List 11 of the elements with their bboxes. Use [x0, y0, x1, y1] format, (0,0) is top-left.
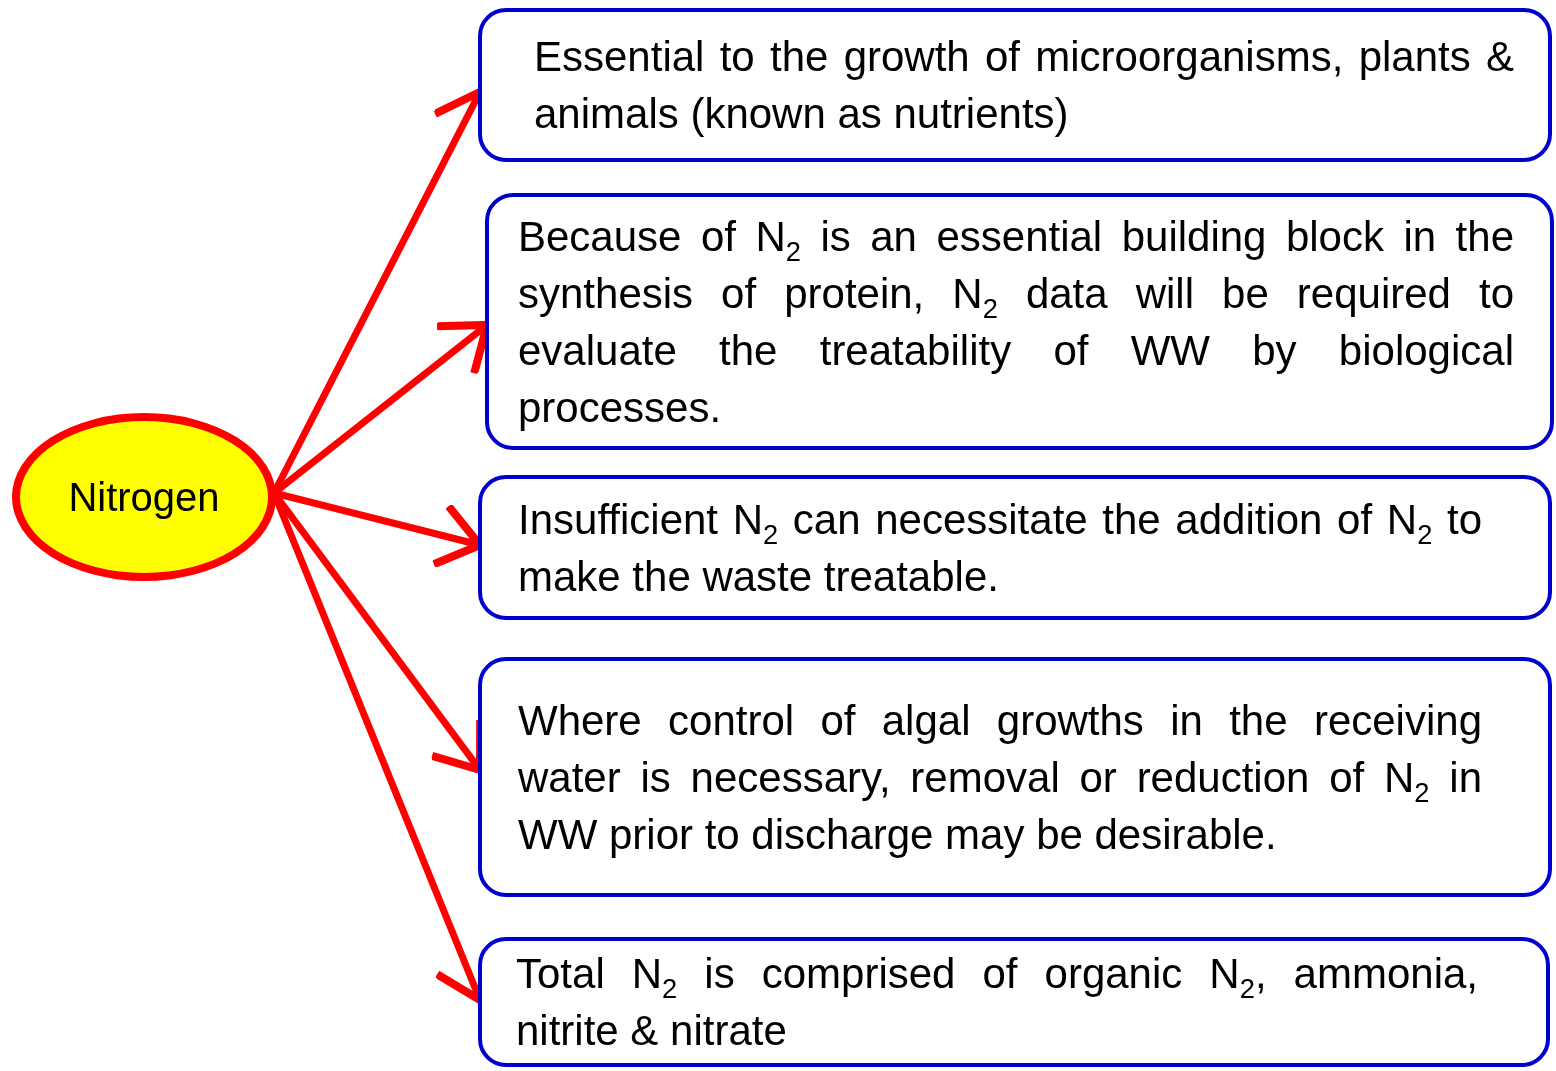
text-box — [478, 475, 1552, 620]
text-box — [478, 657, 1552, 897]
box-text: Insufficient N$_{2}$ can necessitate the addition of N$_{2}$ to make the waste treatable. — [518, 494, 1482, 602]
box-text: Total N$_{2}$ is comprised of organic N$_{2}$, ammonia, nitrite & nitrate — [516, 949, 1478, 1056]
text-box — [478, 937, 1550, 1067]
box-text: Because of N$_{2}$ is an essential building block in the synthesis of protein, N$_{2}$ data will be required to evaluate the treatability of WW by biological processes. — [518, 211, 1514, 433]
text-box — [478, 8, 1552, 162]
text-box — [485, 193, 1554, 450]
topic-label: Nitrogen — [68, 473, 220, 521]
box-text: Essential to the growth of microorganisms, plants & animals (known as nutrients) — [534, 32, 1514, 139]
box-text: Where control of algal growths in the receiving water is necessary, removal or reduction of N$_{2}$ in WW prior to discharge may be desirable. — [518, 695, 1482, 860]
